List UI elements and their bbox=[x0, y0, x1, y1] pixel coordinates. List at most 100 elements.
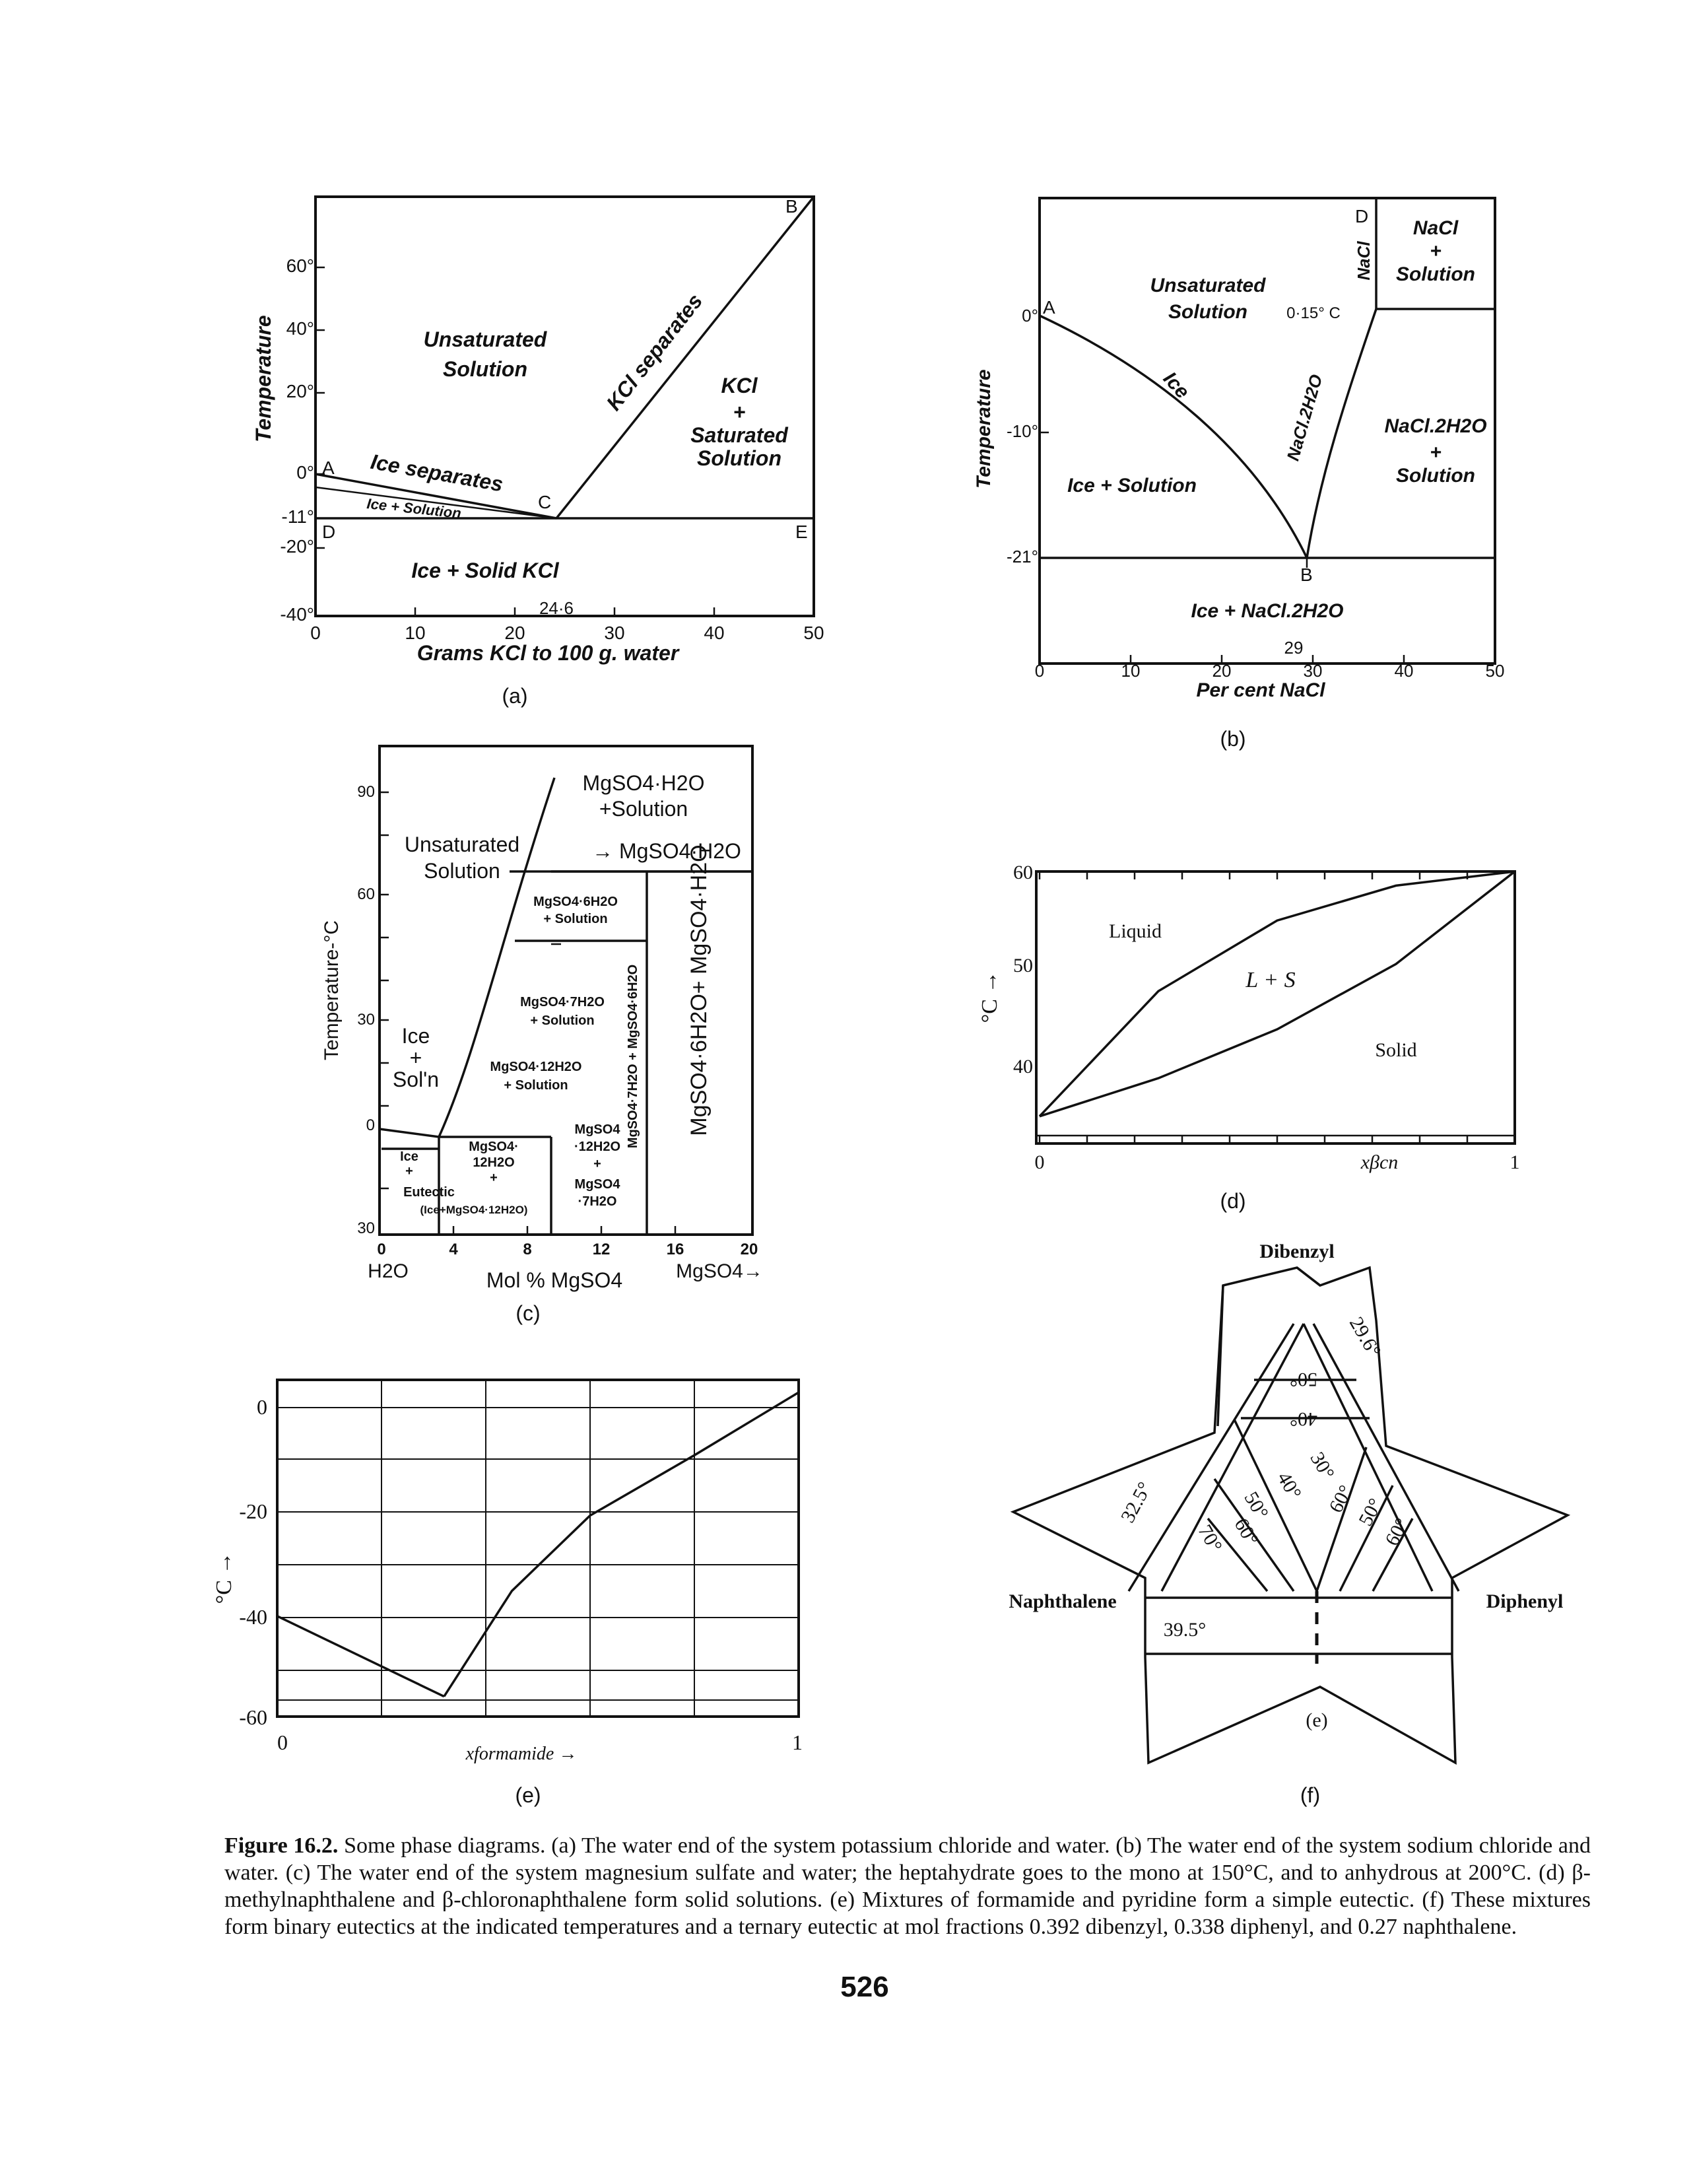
panel-c-solubility-curve bbox=[438, 777, 556, 1138]
point-a: A bbox=[322, 458, 335, 478]
region-label: Unsaturated bbox=[1150, 275, 1266, 296]
point-e: E bbox=[795, 522, 808, 542]
region-label: MgSO4·7H2O + MgSO4·6H2O bbox=[626, 965, 640, 1148]
region-label: 12H2O bbox=[473, 1155, 514, 1170]
region-label: Ice bbox=[400, 1149, 418, 1164]
panel-d-solidus-line bbox=[1039, 870, 1516, 1118]
panel-b-xtick: 30 bbox=[1304, 661, 1323, 681]
panel-a-xlabel: Grams KCl to 100 g. water bbox=[417, 641, 680, 665]
region-label: + Solution bbox=[543, 912, 607, 926]
region-label: Unsaturated bbox=[424, 327, 548, 351]
panel-c-ytick: 90 bbox=[357, 783, 375, 801]
region-label: + bbox=[490, 1171, 498, 1185]
panel-d-xtick: 1 bbox=[1510, 1151, 1520, 1173]
region-label: Sol'n bbox=[393, 1068, 439, 1091]
temp-label: 39.5° bbox=[1164, 1619, 1207, 1641]
panel-b-ice-curve bbox=[1039, 314, 1308, 559]
region-label: Unsaturated bbox=[405, 833, 519, 856]
panel-b-xtick: 10 bbox=[1121, 661, 1141, 681]
panel-c-ytick: 30 bbox=[357, 1219, 375, 1237]
panel-d-ylabel: °C → bbox=[978, 971, 1002, 1023]
region-label: + bbox=[1430, 240, 1442, 262]
panel-a-ytick: 0° bbox=[296, 462, 314, 483]
region-label: + Solution bbox=[504, 1078, 568, 1093]
panel-a-xtick: 50 bbox=[803, 623, 824, 643]
panel-e-left-branch bbox=[277, 1615, 445, 1698]
panel-c-ytick: 60 bbox=[357, 885, 375, 903]
panel-a-label: (a) bbox=[502, 684, 527, 708]
region-label: Solution bbox=[1168, 301, 1247, 323]
point-b: B bbox=[785, 196, 798, 217]
panel-d-xtick: 0 bbox=[1035, 1151, 1045, 1173]
panel-d-ytick: 40 bbox=[1013, 1056, 1033, 1077]
panel-c-label: (c) bbox=[515, 1301, 540, 1325]
panel-b-label: (b) bbox=[1220, 727, 1245, 751]
panel-d-liquidus-line bbox=[1038, 870, 1515, 1118]
panel-b-xtick: 40 bbox=[1395, 661, 1414, 681]
panel-a-ytick: 20° bbox=[286, 381, 314, 401]
panel-c-ytick: 30 bbox=[357, 1011, 375, 1029]
panel-a-ytick: -20° bbox=[280, 536, 314, 557]
region-label: NaCl bbox=[1413, 217, 1459, 239]
panel-d-ytick: 60 bbox=[1013, 862, 1033, 883]
temp-label: 50° bbox=[1290, 1369, 1317, 1390]
region-label: MgSO4·H2O bbox=[583, 771, 705, 795]
panel-c-frame bbox=[378, 745, 754, 1236]
point-b: B bbox=[1300, 564, 1313, 585]
panel-a-xtick: 0 bbox=[310, 623, 321, 643]
panel-a-xtick: 40 bbox=[704, 623, 724, 643]
panel-a-ylabel: Temperature bbox=[251, 315, 275, 442]
temp-label: 40° bbox=[1290, 1408, 1317, 1430]
panel-c-xright: MgSO4→ bbox=[676, 1260, 763, 1282]
region-label: Ice + NaCl.2H2O bbox=[1191, 600, 1344, 622]
vertex-naphthalene: Naphthalene bbox=[1009, 1590, 1116, 1612]
panel-a-ytick: -11° bbox=[281, 506, 314, 527]
page-number: 526 bbox=[840, 1971, 889, 2003]
vertex-dibenzyl: Dibenzyl bbox=[1259, 1241, 1334, 1262]
panel-e-right-branch bbox=[443, 1391, 799, 1697]
panel-e-ytick: -20 bbox=[239, 1499, 267, 1523]
panel-b-xtick: 0 bbox=[1035, 661, 1044, 681]
panel-a-ytick: 40° bbox=[286, 318, 314, 339]
point-a: A bbox=[1043, 297, 1055, 318]
panel-a-ice-curve bbox=[315, 473, 557, 520]
temp-label: 30° bbox=[1306, 1449, 1339, 1484]
temp-label: 32.5° bbox=[1117, 1478, 1156, 1526]
region-label: ·12H2O bbox=[574, 1140, 620, 1154]
panel-d-label: (d) bbox=[1220, 1189, 1245, 1213]
region-label: MgSO4 bbox=[575, 1122, 621, 1137]
temp-label: 40° bbox=[1273, 1468, 1306, 1503]
region-label: Solution bbox=[443, 357, 527, 381]
region-label: + bbox=[733, 400, 746, 424]
temp-label: 60° bbox=[1325, 1482, 1357, 1517]
panel-c-ylabel: Temperature-°C bbox=[321, 920, 343, 1060]
panel-b-ytick: -21° bbox=[1007, 547, 1038, 566]
region-label: L + S bbox=[1245, 968, 1295, 992]
region-label: + bbox=[410, 1046, 422, 1070]
panel-b-dihydrate-curve bbox=[1306, 308, 1378, 559]
region-label: → MgSO4·H2O bbox=[592, 839, 741, 863]
region-label: + bbox=[405, 1164, 413, 1178]
region-label: Eutectic bbox=[403, 1185, 455, 1200]
region-label: +Solution bbox=[599, 797, 688, 821]
region-label: Solution bbox=[1396, 263, 1475, 285]
region-label: MgSO4 bbox=[575, 1177, 621, 1192]
panel-f-outline bbox=[1010, 1266, 1571, 1765]
region-label: Ice bbox=[402, 1024, 430, 1048]
region-label: Ice + Solution bbox=[1067, 475, 1197, 496]
panel-f-label: (f) bbox=[1300, 1783, 1320, 1807]
region-label: Ice + Solid KCl bbox=[411, 559, 559, 582]
temp-label: 50° bbox=[1354, 1495, 1387, 1530]
panel-e-xlabel: xformamide → bbox=[465, 1744, 578, 1764]
panel-a-xtick: 20 bbox=[504, 623, 525, 643]
region-label: + Solution bbox=[530, 1013, 594, 1028]
panel-c-xtick: 12 bbox=[593, 1241, 611, 1258]
region-label: MgSO4·7H2O bbox=[520, 995, 605, 1009]
caption-text: Some phase diagrams. (a) The water end o… bbox=[224, 1833, 1591, 1939]
